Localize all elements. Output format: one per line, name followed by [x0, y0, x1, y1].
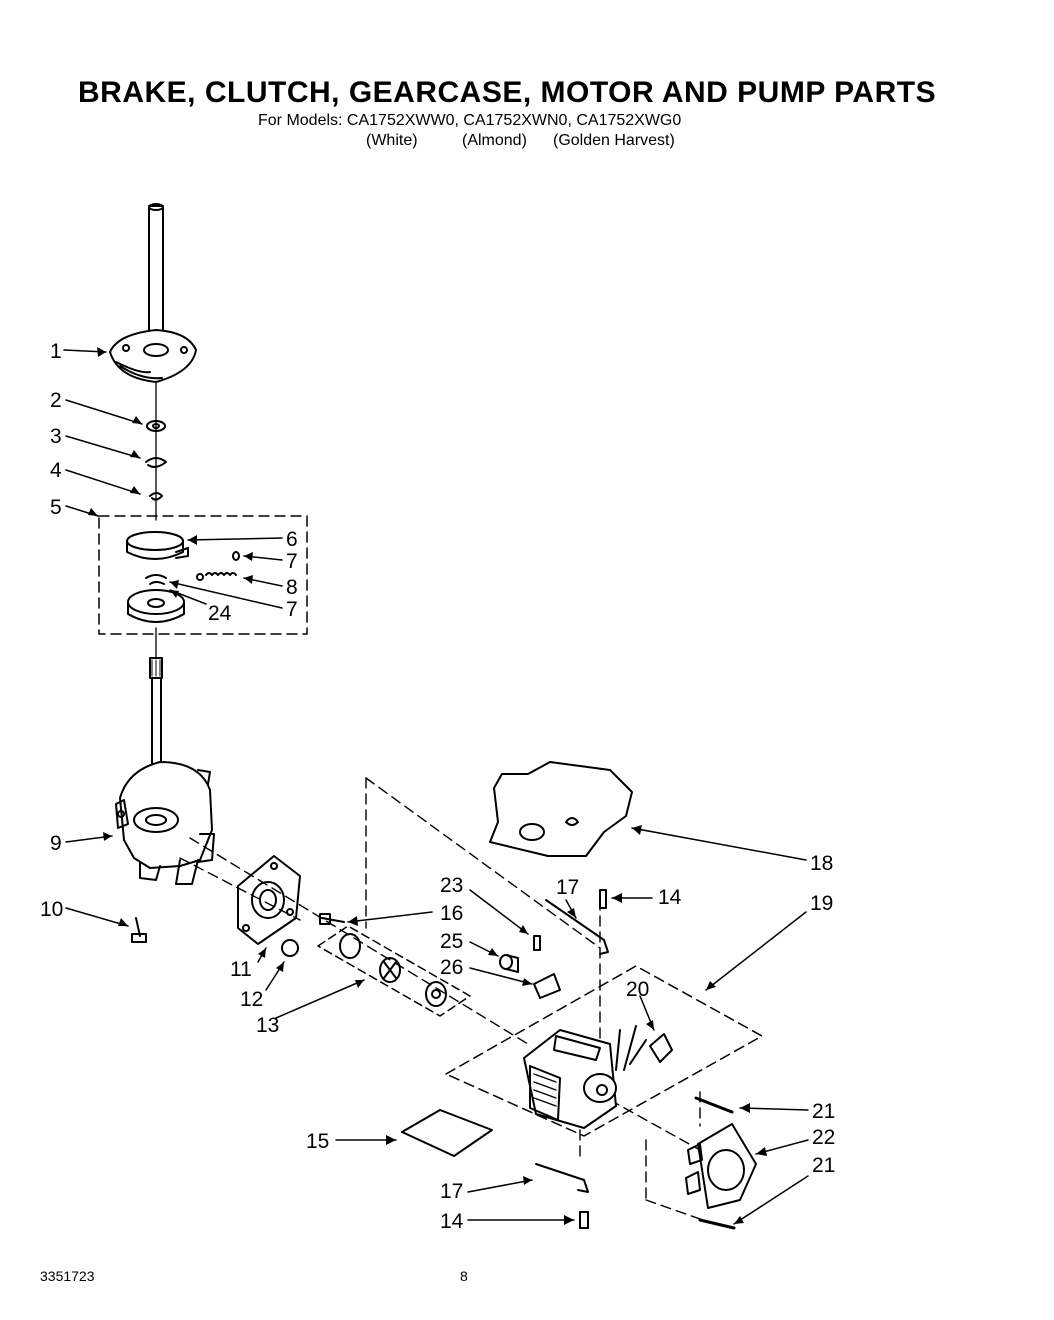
washer-part-2	[146, 420, 166, 432]
gearcase-part-9	[115, 657, 215, 885]
label-5: 5	[50, 496, 62, 519]
diagram-title: BRAKE, CLUTCH, GEARCASE, MOTOR AND PUMP …	[78, 76, 937, 109]
label-19: 19	[810, 892, 833, 915]
motor	[523, 1025, 647, 1129]
label-13: 13	[256, 1014, 279, 1037]
label-1: 1	[50, 340, 62, 363]
label-16: 16	[440, 902, 463, 925]
clip-part-17-lower	[535, 1163, 589, 1193]
bushing-part-25	[499, 954, 519, 973]
label-10: 10	[40, 898, 63, 921]
label-17-upper: 17	[556, 876, 579, 899]
label-24: 24	[208, 602, 232, 625]
label-20: 20	[626, 978, 649, 1001]
doc-number: 3351723	[40, 1268, 95, 1284]
clutch-band-part-6	[126, 531, 189, 560]
screw-part-10	[131, 917, 147, 943]
brake-assembly-shaft	[109, 203, 197, 383]
label-21-upper: 21	[812, 1100, 835, 1123]
color-almond: (Almond)	[462, 132, 527, 149]
clutch-pulley	[127, 574, 185, 623]
label-21-lower: 21	[812, 1154, 835, 1177]
knob-part-12	[281, 939, 299, 957]
screw-part-14-upper	[599, 889, 607, 909]
label-17-lower: 17	[440, 1180, 463, 1203]
clamp-part-26	[533, 973, 561, 999]
color-white: (White)	[366, 132, 418, 149]
screw-part-23	[533, 935, 541, 951]
label-4: 4	[50, 459, 62, 482]
models-subtitle: For Models: CA1752XWW0, CA1752XWN0, CA17…	[258, 112, 682, 129]
label-26: 26	[440, 956, 463, 979]
pin-part-21-upper	[694, 1096, 734, 1114]
label-7b: 7	[286, 598, 298, 621]
clip-part-17-upper	[545, 899, 609, 955]
label-22: 22	[812, 1126, 835, 1149]
label-3: 3	[50, 425, 62, 448]
label-6: 6	[286, 528, 298, 551]
label-9: 9	[50, 832, 62, 855]
pin-part-21-lower	[698, 1218, 736, 1230]
bolt-part-16	[319, 913, 345, 925]
screw-part-14-lower	[579, 1211, 589, 1229]
label-7: 7	[286, 550, 298, 573]
label-12: 12	[240, 988, 263, 1011]
spring-part-8	[196, 551, 240, 581]
clip-part-4	[149, 492, 163, 501]
ring-part-3	[145, 457, 167, 468]
label-15: 15	[306, 1130, 329, 1153]
color-golden-harvest: (Golden Harvest)	[553, 132, 675, 149]
label-11: 11	[230, 958, 252, 981]
coupling-box-part-13	[317, 925, 471, 1017]
coupling-parts	[339, 933, 447, 1007]
arrowheads	[88, 347, 767, 1225]
switch-part-20	[649, 1033, 673, 1063]
page-number: 8	[460, 1268, 468, 1284]
label-25: 25	[440, 930, 463, 953]
label-2: 2	[50, 389, 62, 412]
clutch-kit-box	[98, 515, 308, 635]
label-23: 23	[440, 874, 463, 897]
label-8: 8	[286, 576, 298, 599]
pump-part-22	[685, 1123, 757, 1209]
label-14-upper: 14	[658, 886, 682, 909]
pad-part-15	[401, 1109, 493, 1157]
label-14-lower: 14	[440, 1210, 464, 1233]
shield-part-18	[489, 761, 633, 857]
label-18: 18	[810, 852, 833, 875]
